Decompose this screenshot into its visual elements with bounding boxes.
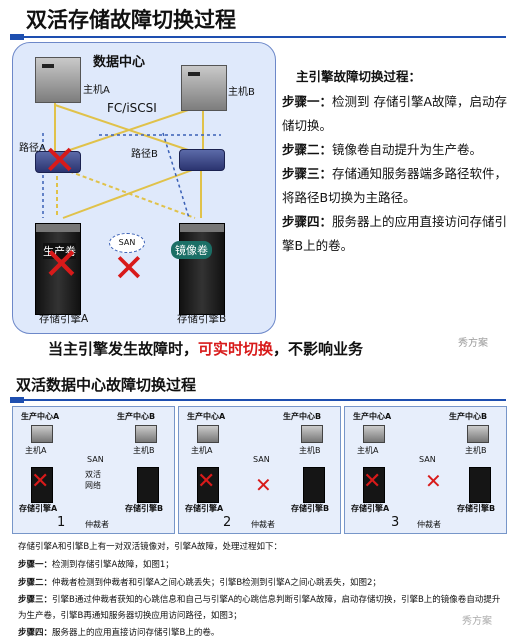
path-b-label: 路径B (131, 149, 158, 160)
banner-post: ，不影响业务 (273, 340, 364, 358)
mid-network-label: 双活 网络 (85, 470, 101, 490)
step-4: 步骤四：服务器上的应用直接访问存储引擎B上的卷。 (282, 214, 508, 253)
dc-b-label: 生产中心B (449, 412, 488, 421)
steps-block: 步骤一：检测到 存储引擎A故障，启动存储切换。 步骤二：镜像卷自动提升为生产卷。… (282, 90, 512, 258)
banner-pre: 当主引擎发生故障时， (48, 340, 199, 358)
san-fail-x-icon: ✕ (113, 246, 145, 290)
watermark-bottom: 秀方案 (462, 616, 492, 627)
engine-a-label: 存储引擎A (351, 504, 390, 513)
dc-b-label: 生产中心B (283, 412, 322, 421)
engine-a-fail-x-icon: ✕ (197, 469, 216, 494)
host-b-label: 主机B (465, 446, 487, 455)
section2-title: 双活数据中心故障切换过程 (16, 376, 197, 394)
host-a-label: 主机A (83, 85, 110, 96)
host-b-server-icon (467, 425, 489, 443)
engine-a-storage-icon (35, 223, 81, 315)
host-b-server-icon (135, 425, 157, 443)
vol-main-label: 生产卷 (43, 243, 76, 259)
banner-highlight: 可实时切换 (198, 340, 274, 358)
watermark-top: 秀方案 (458, 338, 488, 349)
san-label: SAN (87, 455, 104, 464)
bottom-step-4: 步骤四：服务器上的应用直接访问存储引擎B上的卷。 (18, 628, 220, 638)
banner: 当主引擎发生故障时，可实时切换，不影响业务 (48, 338, 363, 359)
host-b-label: 主机B (133, 446, 155, 455)
engine-a-label: 存储引擎A (39, 313, 89, 325)
step-2: 步骤二：镜像卷自动提升为生产卷。 (282, 142, 483, 157)
bottom-step-2: 步骤二：仲裁者检测到仲裁者和引擎A之间心跳丢失；引擎B检测到引擎A之间心跳丢失，… (18, 578, 381, 588)
dc-a-label: 生产中心A (187, 412, 226, 421)
san-cloud-icon: SAN (109, 233, 145, 253)
step-1: 步骤一：检测到 存储引擎A故障，启动存储切换。 (282, 94, 508, 133)
host-b-server-icon (181, 65, 227, 111)
bottom-step-1: 步骤一：检测到存储引擎A故障，如图1； (18, 560, 174, 570)
arbiter-label: 仲裁者 (85, 520, 109, 529)
scenario-panel-1: 生产中心A 生产中心B 主机A 主机B SAN 双活 网络 ✕ 存储引擎A 存储… (12, 406, 175, 534)
dc-a-label: 生产中心A (353, 412, 392, 421)
engine-b-label: 存储引擎B (291, 504, 330, 513)
section2-underline (10, 397, 506, 403)
panel-number: 2 (223, 515, 232, 530)
panel-title: 数据中心 (93, 55, 146, 70)
engine-a-storage-icon (363, 467, 385, 503)
engine-b-storage-icon (303, 467, 325, 503)
panel-number: 3 (391, 515, 400, 530)
title-underline (10, 34, 506, 40)
host-b-server-icon (301, 425, 323, 443)
host-a-server-icon (197, 425, 219, 443)
host-a-server-icon (31, 425, 53, 443)
host-a-server-icon (35, 57, 81, 103)
scenario-panel-3: 生产中心A 生产中心B 主机A 主机B SAN ✕ ✕ 存储引擎A 存储引擎B … (344, 406, 507, 534)
heartbeat-fail-x-icon: ✕ (255, 473, 272, 497)
vol-mirror-label: 镜像卷 (171, 241, 212, 259)
engine-b-label: 存储引擎B (177, 313, 227, 325)
engine-a-fail-x-icon: ✕ (43, 239, 80, 290)
engine-a-fail-x-icon: ✕ (363, 469, 382, 494)
engine-a-storage-icon (197, 467, 219, 503)
engine-a-label: 存储引擎A (185, 504, 224, 513)
host-a-label: 主机A (357, 446, 379, 455)
datacenter-panel: 数据中心 主机A 主机B FC/iSCSI 路径A ✕ 路径B 生产卷 ✕ SA… (12, 42, 276, 334)
scenario-panel-2: 生产中心A 生产中心B 主机A 主机B SAN ✕ ✕ 存储引擎A 存储引擎B … (178, 406, 341, 534)
switch-b-icon (179, 149, 225, 171)
switch-a-icon (35, 151, 81, 173)
heartbeat-fail-x-icon: ✕ (425, 469, 442, 493)
dc-b-label: 生产中心B (117, 412, 156, 421)
engine-a-fail-x-icon: ✕ (31, 469, 50, 494)
engine-b-label: 存储引擎B (125, 504, 164, 513)
arbiter-label: 仲裁者 (251, 520, 275, 529)
path-lines (42, 103, 221, 219)
engine-a-storage-icon (31, 467, 53, 503)
san-label: SAN (253, 455, 270, 464)
engine-b-storage-icon (469, 467, 491, 503)
fc-label: FC/iSCSI (107, 101, 157, 115)
host-a-label: 主机A (25, 446, 47, 455)
step-3: 步骤三：存储通知服务器端多路径软件，将路径B切换为主路径。 (282, 166, 508, 205)
arbiter-label: 仲裁者 (417, 520, 441, 529)
engine-b-storage-icon (179, 223, 225, 315)
panel-number: 1 (57, 515, 66, 530)
page-title: 双活存储故障切换过程 (26, 8, 236, 32)
host-b-label: 主机B (299, 446, 321, 455)
san-label: SAN (419, 455, 436, 464)
engine-a-label: 存储引擎A (19, 504, 58, 513)
steps-title: 主引擎故障切换过程： (296, 69, 422, 84)
bottom-intro: 存储引擎A和引擎B上有一对双活镜像对，引擎A故障，处理过程如下： (18, 542, 282, 552)
bottom-step-3: 步骤三：引擎B通过仲裁者获知的心跳信息和自己与引擎A的心跳信息判断引擎A故障，启… (18, 595, 501, 621)
host-a-label: 主机A (191, 446, 213, 455)
bottom-text: 存储引擎A和引擎B上有一对双活镜像对，引擎A故障，处理过程如下： 步骤一：检测到… (18, 538, 508, 642)
path-a-fail-x-icon: ✕ (43, 138, 77, 184)
dc-a-label: 生产中心A (21, 412, 60, 421)
path-a-label: 路径A (19, 143, 46, 154)
host-a-server-icon (363, 425, 385, 443)
host-b-label: 主机B (228, 87, 255, 98)
engine-b-storage-icon (137, 467, 159, 503)
engine-b-label: 存储引擎B (457, 504, 496, 513)
